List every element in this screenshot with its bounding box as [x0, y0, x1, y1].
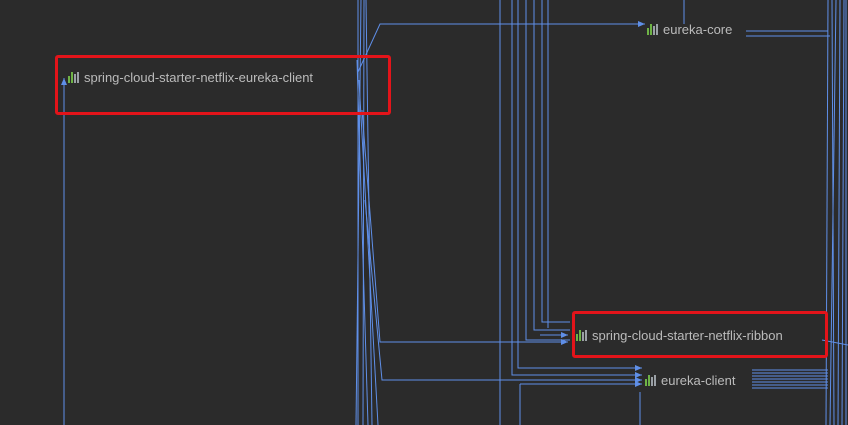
maven-artifact-icon [68, 72, 79, 83]
node-label: eureka-core [663, 22, 733, 37]
maven-artifact-icon [647, 24, 658, 35]
node-label: eureka-client [661, 373, 736, 388]
node-spring-cloud-starter-netflix-eureka-client[interactable]: spring-cloud-starter-netflix-eureka-clie… [68, 70, 313, 85]
maven-artifact-icon [645, 375, 656, 386]
node-label: spring-cloud-starter-netflix-ribbon [592, 328, 783, 343]
node-label: spring-cloud-starter-netflix-eureka-clie… [84, 70, 314, 85]
maven-artifact-icon [576, 330, 587, 341]
node-eureka-client[interactable]: eureka-client [645, 373, 735, 388]
node-eureka-core[interactable]: eureka-core [647, 22, 732, 37]
node-spring-cloud-starter-netflix-ribbon[interactable]: spring-cloud-starter-netflix-ribbon [576, 328, 783, 343]
